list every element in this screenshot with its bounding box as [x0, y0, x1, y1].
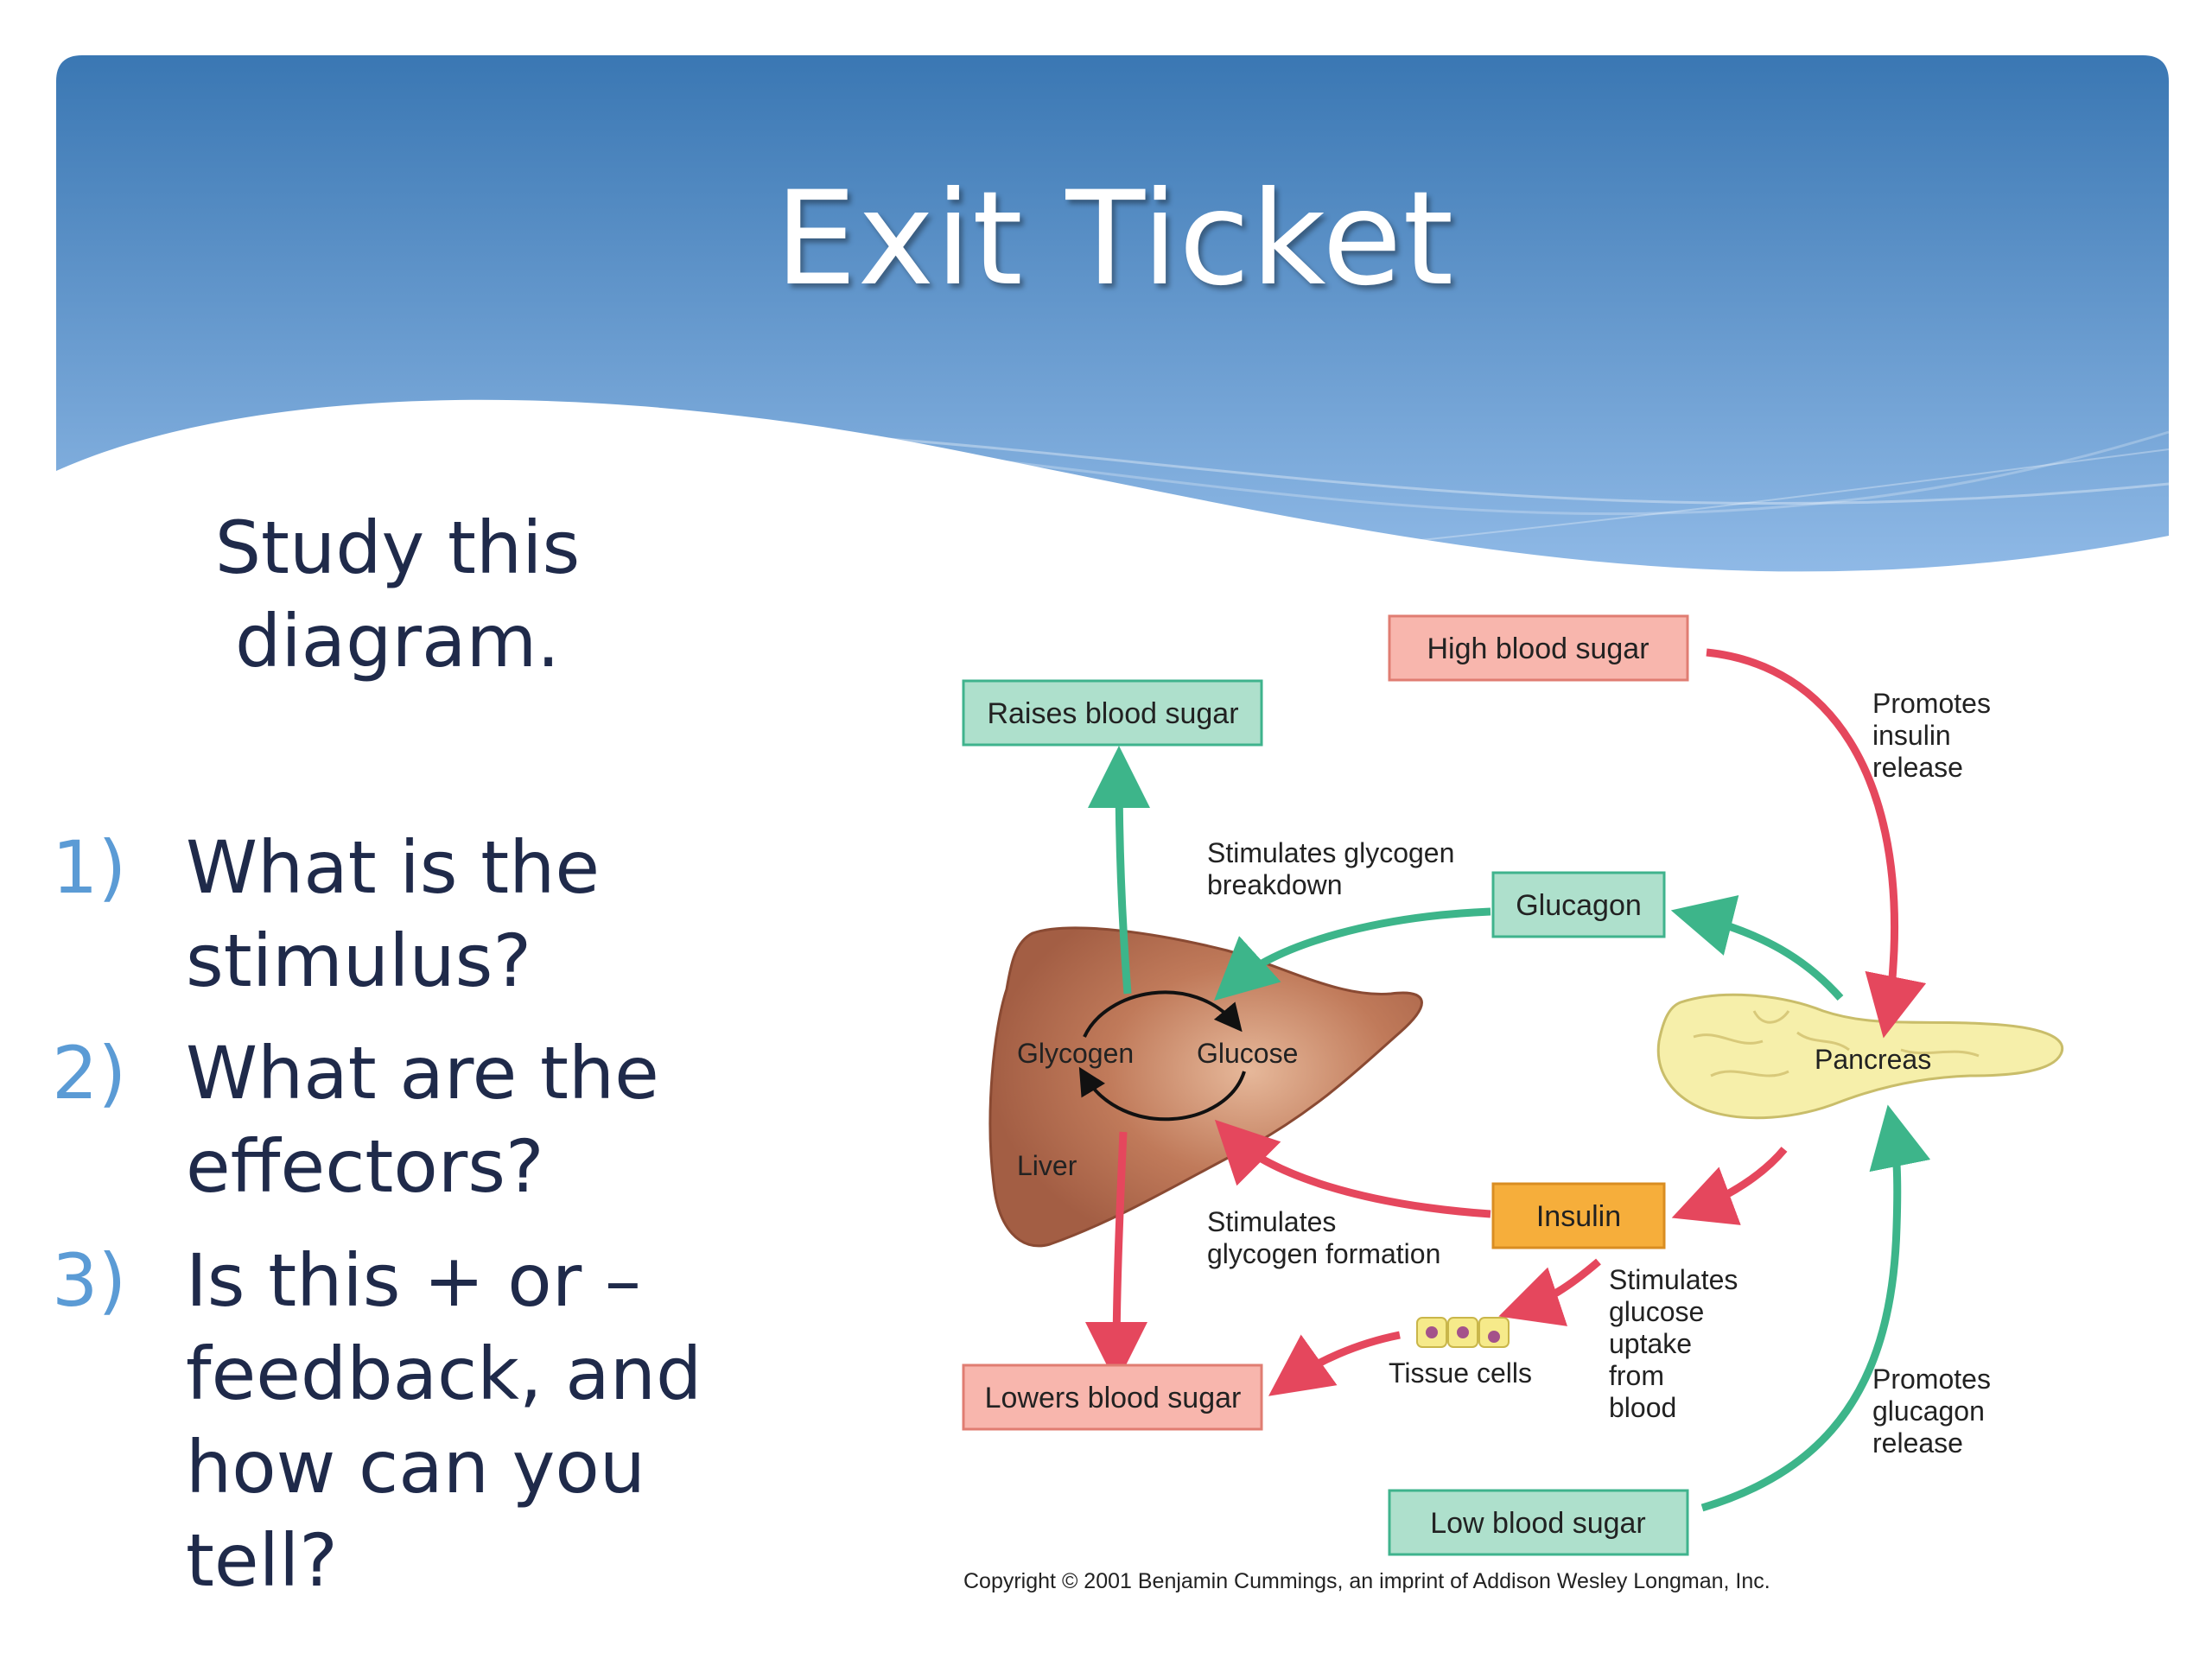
- copyright-text: Copyright © 2001 Benjamin Cummings, an i…: [963, 1569, 1770, 1593]
- label-line: Stimulates glycogen: [1207, 837, 1454, 868]
- label-line: Stimulates: [1207, 1206, 1336, 1237]
- arrow-glucagon-to-liver: [1214, 907, 1491, 1001]
- box-label: Glucagon: [1516, 889, 1642, 922]
- label-line: from: [1609, 1360, 1664, 1391]
- box-glucagon: Glucagon: [1491, 871, 1666, 938]
- label-line: blood: [1609, 1392, 1676, 1423]
- label-pancreas: Pancreas: [1815, 1044, 1931, 1075]
- question-number: 1): [52, 825, 127, 910]
- box-label: Raises blood sugar: [987, 697, 1238, 730]
- question-text: Is this + or – feedback, and how can you…: [186, 1234, 756, 1607]
- label-stimulates-glycogen-breakdown: Stimulates glycogen breakdown: [1207, 837, 1454, 900]
- arrow-high-to-pancreas: [1706, 648, 1927, 1039]
- label-line: uptake: [1609, 1328, 1692, 1359]
- arrow-liver-to-raises: [1088, 746, 1151, 995]
- intro-line: Study this: [214, 505, 581, 590]
- label-line: Stimulates: [1609, 1264, 1738, 1295]
- question-number: 2): [52, 1031, 127, 1116]
- label-promotes-insulin-release: Promotes insulin release: [1872, 688, 1991, 783]
- box-low-blood-sugar: Low blood sugar: [1388, 1489, 1689, 1556]
- arrow-insulin-to-liver: [1214, 1119, 1491, 1218]
- label-line: glucagon: [1872, 1395, 1985, 1427]
- intro-text: Study this diagram.: [138, 501, 657, 688]
- box-label: High blood sugar: [1427, 632, 1649, 665]
- question-line: tell?: [186, 1518, 338, 1603]
- label-stimulates-glucose-uptake: Stimulates glucose uptake from blood: [1609, 1264, 1738, 1423]
- label-line: Promotes: [1872, 1363, 1991, 1395]
- title-banner: [0, 0, 2212, 605]
- question-line: stimulus?: [186, 918, 532, 1003]
- label-line: Promotes: [1872, 688, 1991, 719]
- box-insulin: Insulin: [1491, 1182, 1666, 1249]
- label-line: glucose: [1609, 1296, 1704, 1327]
- label-liver: Liver: [1017, 1150, 1077, 1181]
- tissue-cells-icon: [1416, 1317, 1510, 1348]
- intro-line: diagram.: [235, 599, 560, 683]
- box-lowers-blood-sugar: Lowers blood sugar: [962, 1363, 1263, 1431]
- question-text: What are the effectors?: [186, 1027, 756, 1213]
- arrow-tissue-to-lowers: [1268, 1331, 1401, 1396]
- box-high-blood-sugar: High blood sugar: [1388, 614, 1689, 682]
- question-line: What are the: [186, 1031, 659, 1116]
- label-line: glycogen formation: [1207, 1238, 1440, 1269]
- label-line: breakdown: [1207, 869, 1343, 900]
- arrow-glucose-to-glycogen: [1078, 1066, 1246, 1122]
- pancreas-shape: [1656, 993, 2064, 1120]
- arrow-liver-to-lowers: [1085, 1131, 1148, 1384]
- liver-shape: [988, 926, 1423, 1248]
- box-label: Lowers blood sugar: [985, 1382, 1242, 1414]
- question-line: effectors?: [186, 1124, 544, 1209]
- box-label: Low blood sugar: [1430, 1507, 1646, 1540]
- label-line: insulin: [1872, 720, 1951, 751]
- question-text: What is the stimulus?: [186, 821, 756, 1007]
- label-glycogen: Glycogen: [1017, 1038, 1134, 1069]
- slide-title: Exit Ticket: [774, 164, 1455, 315]
- box-label: Insulin: [1536, 1200, 1621, 1233]
- arrow-low-to-pancreas: [1700, 1104, 1931, 1512]
- question-number: 3): [52, 1238, 127, 1323]
- label-line: release: [1872, 1427, 1963, 1459]
- arrow-pancreas-to-glucagon: [1670, 894, 1844, 1001]
- arrow-pancreas-to-insulin: [1671, 1147, 1788, 1225]
- question-line: What is the: [186, 825, 601, 910]
- label-tissue-cells: Tissue cells: [1389, 1357, 1532, 1389]
- label-promotes-glucagon-release: Promotes glucagon release: [1872, 1363, 1991, 1459]
- question-line: how can you: [186, 1425, 645, 1510]
- box-raises-blood-sugar: Raises blood sugar: [962, 679, 1263, 747]
- arrow-insulin-to-tissue: [1498, 1258, 1601, 1326]
- arrow-glycogen-to-glucose: [1083, 990, 1243, 1038]
- label-stimulates-glycogen-formation: Stimulates glycogen formation: [1207, 1206, 1440, 1269]
- question-line: Is this + or –: [186, 1238, 641, 1323]
- label-glucose: Glucose: [1197, 1038, 1298, 1069]
- label-line: release: [1872, 752, 1963, 783]
- question-line: feedback, and: [186, 1332, 702, 1416]
